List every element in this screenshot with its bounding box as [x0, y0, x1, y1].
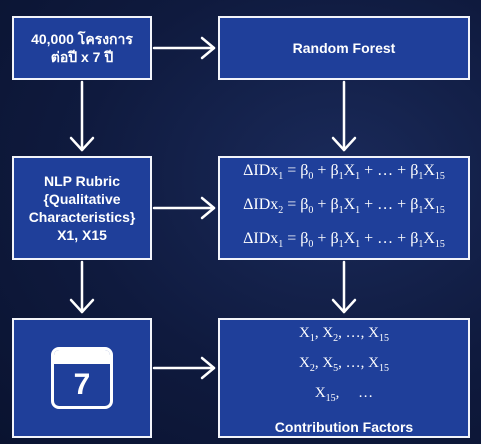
calendar-icon: 7 — [51, 347, 113, 409]
random-forest-box: Random Forest — [218, 16, 470, 80]
factor-set-2: X2, X5, …, X15 — [298, 355, 390, 374]
equation-1: ΔIDx1 = β0 + β1X1 + … + β1X15 — [243, 161, 445, 182]
input-line-1: 40,000 โครงการ — [31, 31, 133, 47]
factor-set-3: X15, … — [314, 385, 374, 404]
arrow-eq-to-cf — [331, 260, 357, 314]
regression-equations-box: ΔIDx1 = β0 + β1X1 + … + β1X15 ΔIDx2 = β0… — [218, 156, 470, 260]
nlp-rubric-box: NLP Rubric {Qualitative Characteristics}… — [12, 156, 152, 260]
equation-2: ΔIDx2 = β0 + β1X1 + … + β1X15 — [243, 195, 445, 217]
input-line-2: ต่อปี x 7 ปี — [50, 49, 114, 65]
arrow-input-to-rf — [152, 36, 216, 60]
contribution-title: Contribution Factors — [274, 419, 414, 435]
arrow-nlp-to-eq — [152, 196, 216, 220]
factor-set-1: X1, X2, …, X15 — [298, 325, 390, 344]
input-data-box: 40,000 โครงการ ต่อปี x 7 ปี — [12, 16, 152, 80]
nlp-line-4: X1, X15 — [57, 227, 107, 243]
nlp-line-1: NLP Rubric — [44, 173, 120, 189]
equation-3: ΔIDx1 = β0 + β1X1 + … + β1X15 — [243, 230, 445, 251]
arrow-cal-to-cf — [152, 356, 216, 380]
calendar-number: 7 — [73, 368, 91, 401]
arrow-rf-to-eq — [331, 80, 357, 152]
calendar-box: 7 — [12, 318, 152, 438]
arrow-input-to-nlp — [69, 80, 95, 152]
random-forest-label: Random Forest — [292, 40, 396, 56]
arrow-nlp-to-cal — [69, 260, 95, 314]
nlp-line-3: Characteristics} — [28, 209, 136, 225]
nlp-line-2: {Qualitative — [43, 191, 121, 207]
contribution-factors-box: X1, X2, …, X15 X2, X5, …, X15 X15, … Con… — [218, 318, 470, 438]
